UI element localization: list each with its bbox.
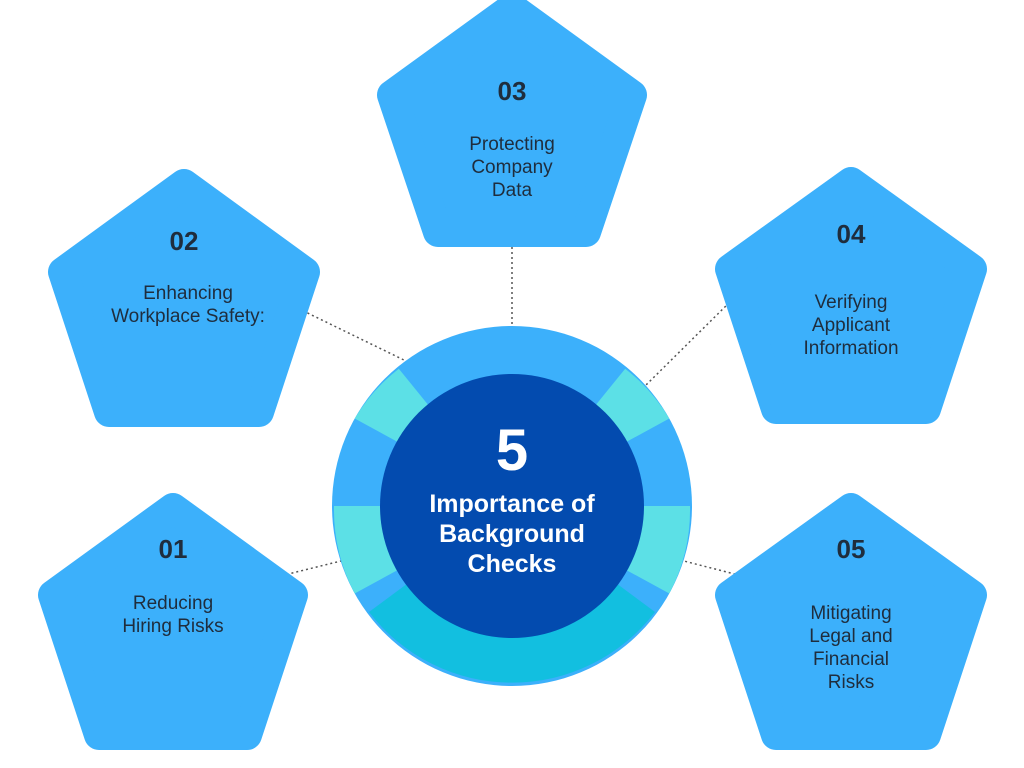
- node-01-label-line-2: Hiring Risks: [122, 616, 223, 637]
- node-03-label-line-2: Company: [471, 157, 553, 178]
- node-01-label-line-1: Reducing: [133, 593, 213, 614]
- node-02-number: 02: [170, 226, 199, 256]
- center-hub: 5 Importance of Background Checks: [332, 326, 692, 686]
- node-02-label-line-2: Workplace Safety:: [111, 306, 265, 327]
- node-04-number: 04: [837, 219, 866, 249]
- pentagon-01: [38, 493, 308, 750]
- node-05: 05 Mitigating Legal and Financial Risks: [715, 493, 987, 750]
- connectors: [271, 232, 751, 579]
- node-01: 01 Reducing Hiring Risks: [38, 493, 308, 750]
- connector-05: [679, 559, 751, 579]
- center-number: 5: [496, 418, 528, 483]
- node-03: 03 Protecting Company Data: [377, 0, 647, 247]
- node-05-label-line-2: Legal and: [809, 626, 892, 647]
- node-05-number: 05: [837, 534, 866, 564]
- node-04-label-line-1: Verifying: [815, 292, 888, 313]
- connector-04: [644, 291, 741, 387]
- center-title-line-2: Background: [439, 520, 585, 548]
- pentagon-03: [377, 0, 647, 247]
- center-title-line-3: Checks: [468, 550, 557, 578]
- node-01-number: 01: [159, 534, 188, 564]
- node-03-label-line-3: Data: [492, 180, 533, 201]
- node-05-label-line-4: Risks: [828, 672, 874, 693]
- node-04: 04 Verifying Applicant Information: [715, 167, 987, 424]
- node-04-label-line-2: Applicant: [812, 315, 891, 336]
- node-05-label-line-3: Financial: [813, 649, 889, 670]
- pentagon-02: [48, 169, 320, 427]
- node-05-label-line-1: Mitigating: [810, 603, 891, 624]
- node-04-label-line-3: Information: [803, 338, 898, 359]
- node-03-number: 03: [498, 76, 527, 106]
- pentagon-04: [715, 167, 987, 424]
- center-circle: [380, 374, 644, 638]
- node-02: 02 Enhancing Workplace Safety:: [48, 169, 320, 427]
- pentagon-05: [715, 493, 987, 750]
- node-02-label-line-1: Enhancing: [143, 283, 233, 304]
- node-03-label-line-1: Protecting: [469, 134, 555, 155]
- center-title-line-1: Importance of: [429, 490, 595, 518]
